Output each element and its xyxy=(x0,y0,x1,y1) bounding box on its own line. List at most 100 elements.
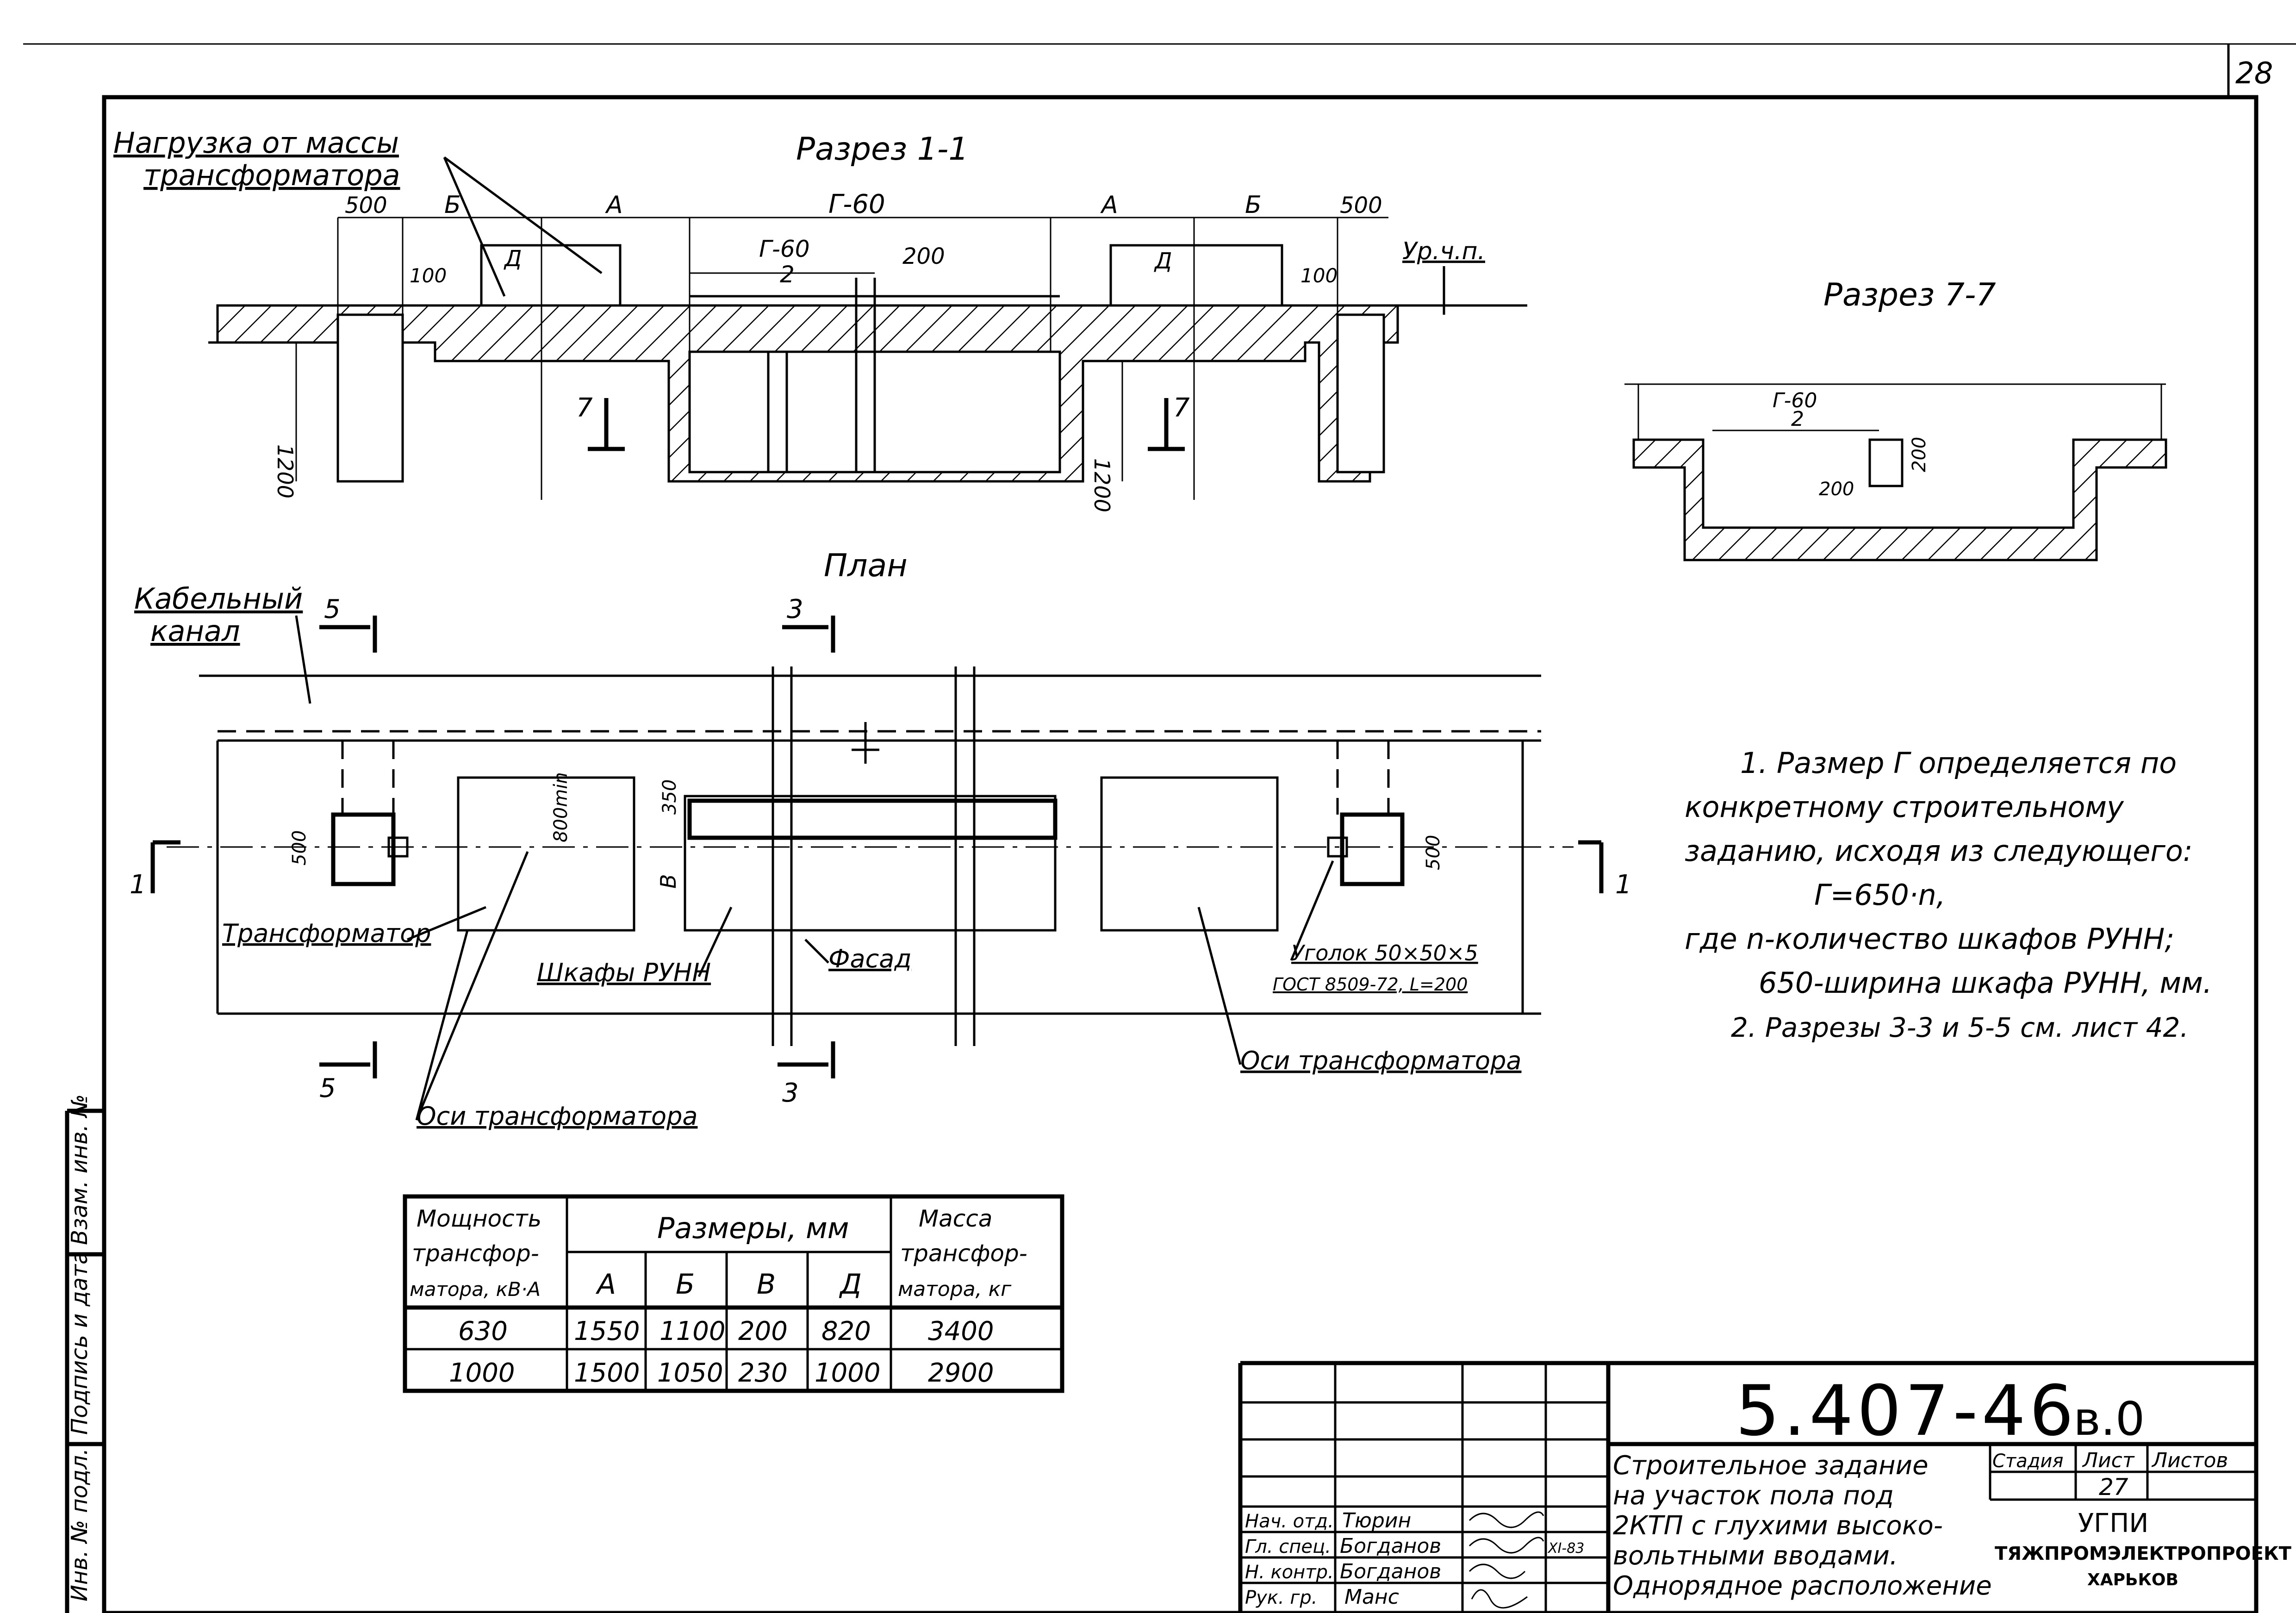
signature-2 xyxy=(1468,1537,1544,1554)
name-head: Тюрин xyxy=(1342,1509,1411,1532)
role-head: Нач. отд. xyxy=(1245,1511,1334,1532)
dim-G60-half-den: 2 xyxy=(780,261,795,288)
section-7-7-slab xyxy=(1632,438,2167,561)
cut-1-right-num: 1 xyxy=(1615,870,1632,900)
section-1-1-title: Разрез 1-1 xyxy=(796,131,969,168)
th-A: А xyxy=(595,1268,616,1301)
facade-label: Фасад xyxy=(828,944,912,973)
cut-1-left-num: 1 xyxy=(130,870,146,900)
th-dims: Размеры, мм xyxy=(657,1211,849,1245)
role-norm-control: Н. контр. xyxy=(1245,1562,1334,1583)
note-line-2: конкретному строительному xyxy=(1685,790,2124,824)
plan-dim-500-left: 500 xyxy=(289,830,310,866)
org-line-2: ТЯЖПРОМЭЛЕКТРОПРОЕКТ xyxy=(1995,1543,2292,1564)
cabinets-label: Шкафы РУНН xyxy=(537,958,711,987)
cell-B: 1050 xyxy=(657,1358,723,1388)
th-power-3: матора, кВ·А xyxy=(410,1278,541,1301)
plan-pit-left xyxy=(331,812,396,886)
pit-left xyxy=(336,313,404,483)
dim-D-right: Д xyxy=(1154,248,1172,274)
title-block: 5.407-46 в.0 Нач. отд. Гл. спец. Н. конт… xyxy=(1238,1361,2292,1613)
section-7-7-angle xyxy=(1868,438,1904,487)
note-line-4: Г=650·n, xyxy=(1814,878,1946,912)
name-chief-spec: Богданов xyxy=(1340,1534,1441,1558)
stamp-replace-inv: Взам. инв. № xyxy=(67,1094,93,1245)
dim-D-left: Д xyxy=(504,246,522,272)
note-line-7: 2. Разрезы 3-3 и 5-5 см. лист 42. xyxy=(1731,1012,2189,1043)
side-stamp: Инв. № подл. Подпись и дата Взам. инв. № xyxy=(67,1094,93,1601)
dim-A-right: А xyxy=(1100,191,1118,219)
cut-5-bottom-num: 5 xyxy=(319,1073,336,1103)
cable-channel-line2: канал xyxy=(150,614,240,648)
plan-dim-500-right: 500 xyxy=(1423,835,1444,870)
plan-dim-800min: 800min xyxy=(550,772,572,842)
transformer-label: Трансформатор xyxy=(222,919,431,948)
cell-power: 630 xyxy=(458,1316,508,1346)
th-D: Д xyxy=(839,1268,862,1301)
transformer-right-box xyxy=(1109,244,1283,307)
plan-pit-right xyxy=(1340,812,1405,886)
stage-label: Стадия xyxy=(1992,1451,2063,1472)
cable-channel-line1: Кабельный xyxy=(134,582,303,616)
s77-G60-den: 2 xyxy=(1791,407,1804,431)
sheets-label: Листов xyxy=(2151,1449,2228,1472)
stamp-signature-date: Подпись и дата xyxy=(67,1251,93,1435)
s77-G60-num: Г-60 xyxy=(1773,389,1817,412)
notes: 1. Размер Г определяется по конкретному … xyxy=(1685,746,2212,1043)
cell-A: 1550 xyxy=(574,1316,640,1346)
pit-right xyxy=(1336,313,1385,473)
dim-G60: Г-60 xyxy=(828,189,885,219)
name-group-lead: Манс xyxy=(1344,1585,1399,1609)
sheet-value: 27 xyxy=(2099,1474,2128,1501)
signature-4 xyxy=(1471,1589,1528,1609)
desc-line-1: Строительное задание xyxy=(1613,1451,1929,1481)
signature-3 xyxy=(1468,1563,1526,1579)
stamp-inv-no: Инв. № подл. xyxy=(67,1448,93,1601)
angle-label-line2: ГОСТ 8509-72, L=200 xyxy=(1273,974,1468,995)
section-1-1: Разрез 1-1 Нагрузка от массы трансформат… xyxy=(113,126,1527,512)
th-mass-3: матора, кг xyxy=(898,1277,1012,1301)
dim-1200-left: 1200 xyxy=(273,444,298,498)
th-mass-2: трансфор- xyxy=(900,1240,1027,1267)
dim-G60-half-num: Г-60 xyxy=(759,236,810,262)
sheet-frame xyxy=(23,43,2296,1613)
floor-level-label: Ур.ч.п. xyxy=(1402,237,1485,265)
dim-500-left: 500 xyxy=(345,193,387,218)
note-line-3: заданию, исходя из следующего: xyxy=(1685,834,2193,868)
signature-1 xyxy=(1468,1511,1544,1528)
plan-dim-V: В xyxy=(656,874,681,889)
document-issue: в.0 xyxy=(2073,1392,2145,1446)
name-norm-control: Богданов xyxy=(1340,1560,1441,1583)
document-code: 5.407-46 xyxy=(1736,1371,2077,1451)
th-power-1: Мощность xyxy=(417,1205,541,1232)
cut-3-bottom-num: 3 xyxy=(782,1078,799,1108)
load-label-line1: Нагрузка от массы xyxy=(113,126,399,160)
dim-B-left: Б xyxy=(444,191,461,219)
sign-date: XI-83 xyxy=(1547,1540,1584,1557)
load-label-line2: трансформатора xyxy=(143,158,400,192)
section-7-7-title: Разрез 7-7 xyxy=(1823,277,1996,313)
cut-7-left-num: 7 xyxy=(576,393,593,423)
cell-A: 1500 xyxy=(574,1358,640,1388)
dim-100-right: 100 xyxy=(1300,264,1338,287)
dim-500-right: 500 xyxy=(1340,193,1382,218)
th-mass-1: Масса xyxy=(919,1205,992,1232)
axes-label-right: Оси трансформатора xyxy=(1240,1046,1521,1075)
cell-B: 1100 xyxy=(660,1316,726,1346)
plan: План Кабельный канал xyxy=(130,548,1632,1131)
section-7-7: Разрез 7-7 Г-60 2 200 200 xyxy=(1624,277,2167,561)
cut-3-top-num: 3 xyxy=(787,594,803,624)
org-line-3: ХАРЬКОВ xyxy=(2087,1570,2178,1589)
role-chief-spec: Гл. спец. xyxy=(1245,1536,1331,1557)
role-group-lead: Рук. гр. xyxy=(1245,1587,1318,1608)
plan-transformer-left xyxy=(457,776,635,932)
th-power-2: трансфор- xyxy=(412,1240,539,1267)
dim-200: 200 xyxy=(902,243,945,269)
cell-power: 1000 xyxy=(449,1358,515,1388)
note-line-1: 1. Размер Г определяется по xyxy=(1740,746,2177,780)
th-B: Б xyxy=(676,1268,695,1301)
cell-D: 1000 xyxy=(815,1358,881,1388)
dim-100-left: 100 xyxy=(410,264,447,287)
transformer-left-box xyxy=(480,244,622,307)
